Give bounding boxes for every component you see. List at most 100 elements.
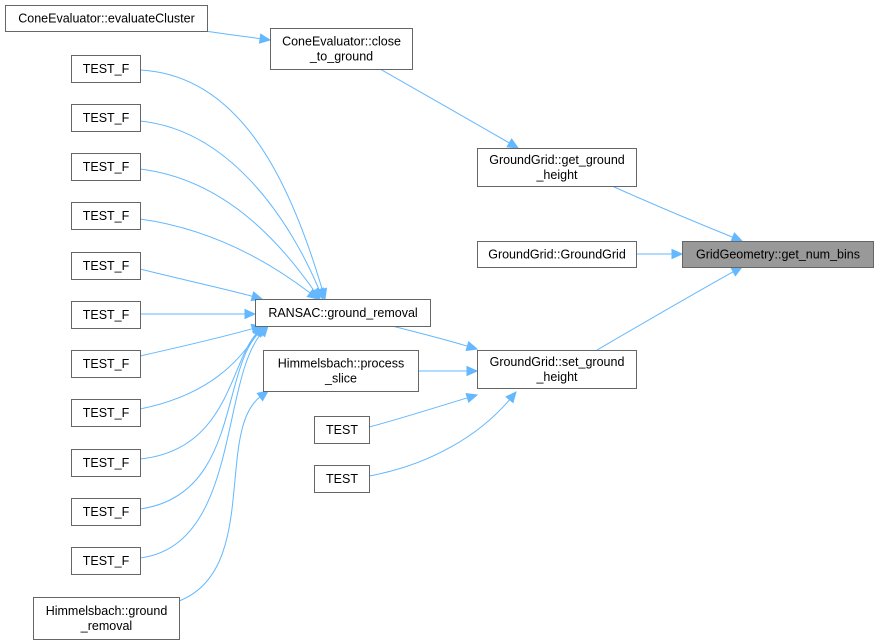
graph-node[interactable]: RANSAC::ground_removal (255, 299, 431, 327)
node-label: _to_ground (309, 50, 373, 64)
node-label: GridGeometry::get_num_bins (696, 248, 860, 262)
node-box[interactable] (71, 202, 141, 230)
edge-himmelsbach-gr-to-process-slice (178, 390, 269, 602)
node-box[interactable] (71, 252, 141, 280)
graph-node[interactable]: ConeEvaluator::evaluateCluster (5, 5, 208, 32)
edge-get-ground-height-to-focus (611, 185, 744, 242)
node-box[interactable] (263, 350, 419, 392)
graph-node[interactable]: TEST_F (71, 153, 141, 181)
graph-node[interactable]: TEST_F (71, 449, 141, 477)
graph-node[interactable]: TEST (314, 416, 370, 444)
graph-node[interactable]: GroundGrid::set_ground_height (477, 350, 637, 389)
node-label: GroundGrid::set_ground (490, 355, 625, 369)
arrowhead-icon (306, 288, 319, 300)
node-label: _height (535, 168, 578, 182)
edge-testf-1-to-ransac (139, 69, 328, 301)
graph-node[interactable]: TEST_F (71, 252, 141, 280)
node-label: _removal (80, 619, 132, 633)
graph-node[interactable]: TEST_F (71, 350, 141, 378)
arrowhead-icon (244, 308, 257, 320)
graph-node[interactable]: TEST (314, 465, 370, 493)
arrowhead-icon (258, 33, 272, 44)
node-box[interactable] (477, 148, 637, 187)
arrowhead-icon (466, 365, 479, 377)
node-label: ConeEvaluator::evaluateCluster (18, 12, 195, 26)
edge-line (178, 395, 262, 602)
edge-line (139, 218, 312, 294)
edge-testf-10-to-ransac (139, 325, 267, 510)
edge-process-slice-to-set-ground-height (417, 365, 479, 377)
edge-line (368, 397, 469, 428)
node-box[interactable] (477, 350, 637, 389)
graph-node[interactable]: TEST_F (71, 547, 141, 575)
node-box[interactable] (71, 449, 141, 477)
node-label: TEST (326, 472, 358, 486)
node-label: GroundGrid::GroundGrid (488, 248, 626, 262)
node-label: TEST_F (83, 259, 130, 273)
node-box[interactable] (314, 465, 370, 493)
node-label: TEST_F (83, 209, 130, 223)
edge-line (139, 268, 254, 298)
graph-node[interactable]: TEST_F (71, 55, 141, 83)
graph-node[interactable]: TEST_F (71, 104, 141, 132)
graph-node[interactable]: TEST_F (71, 498, 141, 526)
node-box[interactable] (270, 28, 413, 70)
node-label: _height (535, 370, 578, 384)
edge-testf-3-to-ransac (139, 168, 321, 300)
node-box[interactable] (33, 597, 180, 640)
edge-testf-4-to-ransac (139, 218, 319, 300)
node-box[interactable] (71, 350, 141, 378)
edge-test-1-to-set-ground-height (368, 392, 479, 428)
node-box[interactable] (314, 416, 370, 444)
edge-testf-11-to-ransac (139, 325, 269, 559)
arrowhead-icon (256, 390, 269, 402)
edge-groundgrid-ctor-to-focus (636, 248, 684, 260)
node-label: TEST_F (83, 160, 130, 174)
node-label: RANSAC::ground_removal (268, 306, 417, 320)
node-box (682, 241, 874, 268)
node-label: TEST_F (83, 554, 130, 568)
edge-line (139, 332, 263, 559)
edge-evaluate-cluster-to-close-to-ground (204, 30, 272, 44)
graph-node[interactable]: GroundGrid::GroundGrid (477, 241, 637, 268)
node-label: TEST_F (83, 111, 130, 125)
graph-node[interactable]: TEST_F (71, 301, 141, 329)
edge-line (379, 68, 511, 144)
node-box[interactable] (255, 299, 431, 327)
arrowhead-icon (505, 391, 517, 404)
arrowhead-icon (730, 266, 744, 277)
edge-line (139, 332, 258, 460)
node-label: TEST_F (83, 62, 130, 76)
edge-close-to-ground-to-get-ground-height (379, 68, 520, 149)
arrowhead-icon (465, 392, 479, 404)
node-box[interactable] (477, 241, 637, 268)
node-box[interactable] (71, 399, 141, 427)
edge-set-ground-height-to-focus (596, 266, 744, 351)
node-box[interactable] (71, 498, 141, 526)
arrowhead-icon (671, 248, 684, 260)
node-label: ConeEvaluator::close (282, 35, 401, 49)
arrowhead-icon (465, 340, 479, 352)
node-box[interactable] (71, 301, 141, 329)
node-box[interactable] (71, 547, 141, 575)
node-box[interactable] (71, 55, 141, 83)
graph-node[interactable]: Himmelsbach::process_slice (263, 350, 419, 392)
edge-line (611, 185, 734, 239)
edge-line (596, 270, 735, 351)
edge-testf-5-to-ransac (139, 268, 264, 302)
graph-node[interactable]: TEST_F (71, 399, 141, 427)
edge-line (139, 331, 260, 510)
graph-node[interactable]: GroundGrid::get_ground_height (477, 148, 637, 187)
node-label: TEST_F (83, 357, 130, 371)
node-box[interactable] (71, 153, 141, 181)
node-box[interactable] (5, 5, 208, 32)
node-label: Himmelsbach::ground (46, 604, 168, 618)
graph-node[interactable]: TEST_F (71, 202, 141, 230)
arrowhead-icon (257, 325, 269, 338)
node-label: TEST_F (83, 406, 130, 420)
graph-node[interactable]: ConeEvaluator::close_to_ground (270, 28, 413, 70)
node-box[interactable] (71, 104, 141, 132)
graph-node[interactable]: Himmelsbach::ground_removal (33, 597, 180, 640)
edge-test-2-to-set-ground-height (368, 391, 517, 477)
